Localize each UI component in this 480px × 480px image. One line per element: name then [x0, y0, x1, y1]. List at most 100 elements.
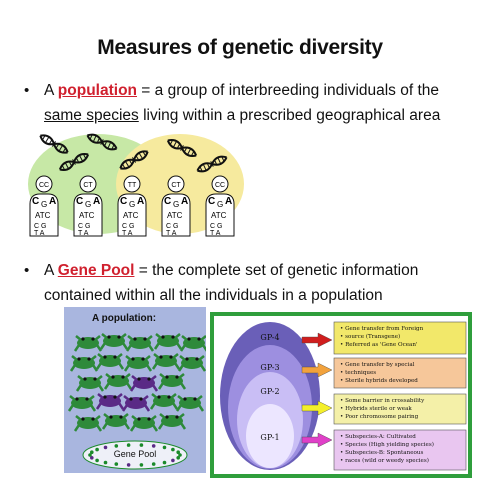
gp-box-text: • Some barrier in crossability — [340, 398, 425, 404]
strand-letters: T A — [166, 230, 177, 237]
frog-icon — [121, 395, 151, 412]
strand-letters: C — [76, 196, 83, 207]
allele-dot — [171, 458, 175, 463]
allele-dot — [139, 443, 144, 447]
strand-letters: G — [85, 200, 91, 209]
frog-icon — [157, 413, 187, 430]
gp-level-label: GP-3 — [260, 363, 279, 372]
term-gene-pool: Gene Pool — [57, 262, 135, 279]
frog-icon — [73, 335, 103, 352]
gp-level-label: GP-1 — [260, 433, 279, 442]
strand-letters: T A — [122, 230, 133, 237]
gp-box-text: • Subspecies-A: Cultivated — [340, 434, 416, 440]
gp-box-text: • source (Transgene) — [340, 333, 400, 340]
allele-dot — [88, 453, 92, 457]
person-genotype-label: CT — [83, 182, 93, 189]
gp-box-text: • races (wild or weedy species) — [340, 457, 429, 464]
dna-helix-icon — [119, 150, 149, 170]
bullet-dot: • — [24, 82, 30, 99]
strand-letters: T A — [210, 230, 221, 237]
gp-box-text: • Species (High yielding species) — [340, 441, 434, 448]
bullet-text: A population = a group of interbreeding … — [44, 78, 464, 128]
bullet-dot: • — [24, 262, 30, 279]
frog-population — [67, 333, 206, 432]
allele-dot — [178, 453, 182, 457]
gp-level-label: GP-4 — [260, 333, 279, 342]
allele-dot — [176, 456, 180, 460]
allele-dot — [162, 460, 167, 465]
definition-part-a: = the complete set of genetic informatio… — [134, 262, 419, 279]
dna-helix-icon — [86, 133, 118, 151]
strand-letters: G — [217, 200, 223, 209]
allele-dot — [151, 444, 156, 448]
gp-box-text: • Gene transfer by special — [340, 362, 415, 368]
allele-dot — [114, 444, 119, 448]
frog-icon — [153, 333, 183, 350]
gp-box-text: • Subspecies-B: Spontaneous — [340, 450, 423, 456]
gp-info-box: • Gene transfer from Foreign• source (Tr… — [333, 321, 467, 355]
frog-icon — [73, 415, 103, 432]
gp-info-boxes: • Gene transfer from Foreign• source (Tr… — [333, 321, 467, 471]
dna-strands — [39, 133, 228, 173]
strand-letters: C — [120, 196, 127, 207]
gp-level-labels: GP-4GP-3GP-2GP-1 — [260, 333, 279, 442]
allele-dot — [95, 458, 99, 463]
strand-letters: T A — [34, 230, 45, 237]
dna-helix-icon — [196, 155, 228, 173]
strand-letters: ATC — [167, 211, 183, 220]
gp-info-box: • Gene transfer by special• techniques• … — [333, 357, 467, 389]
gp-level-label: GP-2 — [260, 387, 279, 396]
definition-part-b: contained within all the individuals in … — [44, 287, 383, 304]
strand-letters: C G — [34, 223, 46, 230]
frog-icon — [149, 393, 179, 410]
strand-letters: C — [208, 196, 215, 207]
strand-letters: C G — [78, 223, 90, 230]
strand-letters: G — [129, 200, 135, 209]
gp-arrow-icon — [301, 400, 333, 416]
gp-arrow-icon — [301, 432, 333, 448]
gp-arrow-icon — [301, 332, 333, 348]
allele-dot — [151, 462, 156, 466]
allele-dot — [114, 462, 119, 466]
strand-letters: ATC — [211, 211, 227, 220]
gp-box-text: • Poor chromosome pairing — [340, 414, 419, 420]
gp-box-text: • techniques — [340, 370, 376, 376]
strand-letters: G — [173, 200, 179, 209]
gp-box-text: • Hybrids sterile or weak — [340, 406, 412, 412]
allele-dot — [126, 443, 131, 447]
bullet-prefix: A — [44, 262, 58, 279]
allele-dot — [176, 450, 180, 454]
frog-icon — [157, 373, 187, 390]
strand-letters: C G — [122, 223, 134, 230]
strand-letters: ATC — [123, 211, 139, 220]
strand-letters: ATC — [79, 211, 95, 220]
allele-dot — [103, 460, 108, 465]
strand-letters: C — [32, 196, 39, 207]
bullet-text: A Gene Pool = the complete set of geneti… — [44, 258, 464, 308]
allele-dot — [90, 450, 94, 454]
definition-part-b: living within a prescribed geographical … — [138, 107, 441, 124]
bullet-prefix: A — [44, 82, 58, 99]
gp-box-text: • Referred as 'Gene Ocean' — [340, 342, 418, 348]
gp-info-box: • Subspecies-A: Cultivated• Species (Hig… — [333, 429, 467, 471]
dna-helix-icon — [58, 153, 90, 171]
frog-icon — [175, 395, 205, 412]
allele-dot — [95, 447, 99, 452]
frog-icon — [123, 355, 153, 372]
gene-pool-label: Gene Pool — [114, 449, 157, 459]
frog-icon — [95, 393, 125, 410]
allele-dot — [139, 463, 144, 467]
gene-pool-illustration: A population: Gene Pool — [64, 307, 206, 473]
strand-letters: ATC — [35, 211, 51, 220]
strand-letters: A — [181, 196, 188, 207]
person-genotype-label: CT — [171, 182, 181, 189]
population-label: A population: — [92, 313, 156, 324]
strand-letters: A — [49, 196, 56, 207]
allele-dot — [171, 447, 175, 452]
strand-letters: G — [41, 200, 47, 209]
frog-icon — [125, 335, 155, 352]
